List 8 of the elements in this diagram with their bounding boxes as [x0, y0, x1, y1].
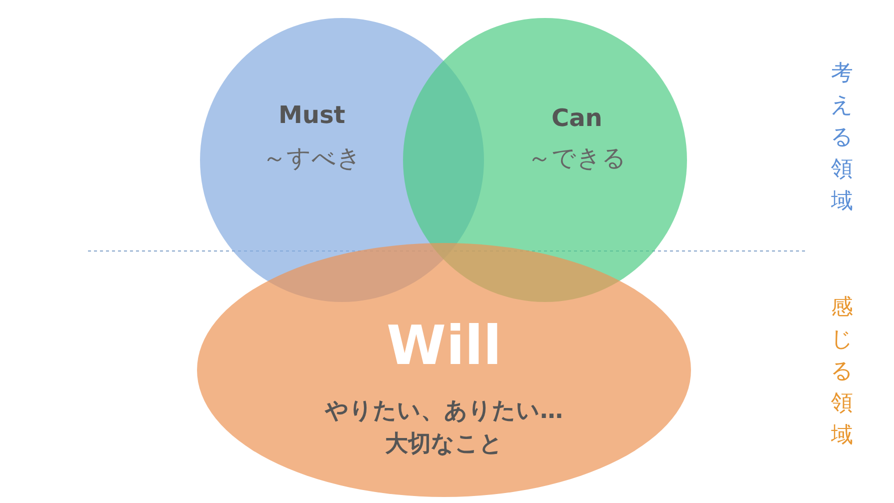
circle-title: Will — [386, 314, 502, 376]
circle-title: Must — [278, 101, 346, 129]
side-label: 感じる領域 — [830, 294, 854, 450]
side-label: 考える領域 — [830, 60, 854, 216]
circle-subtitle: ～すべき — [262, 143, 362, 174]
circle-subtitle: ～できる — [528, 143, 626, 174]
circle-title: Can — [552, 104, 602, 132]
circle-subtitle: やりたい、ありたい…大切なこと — [324, 396, 564, 459]
